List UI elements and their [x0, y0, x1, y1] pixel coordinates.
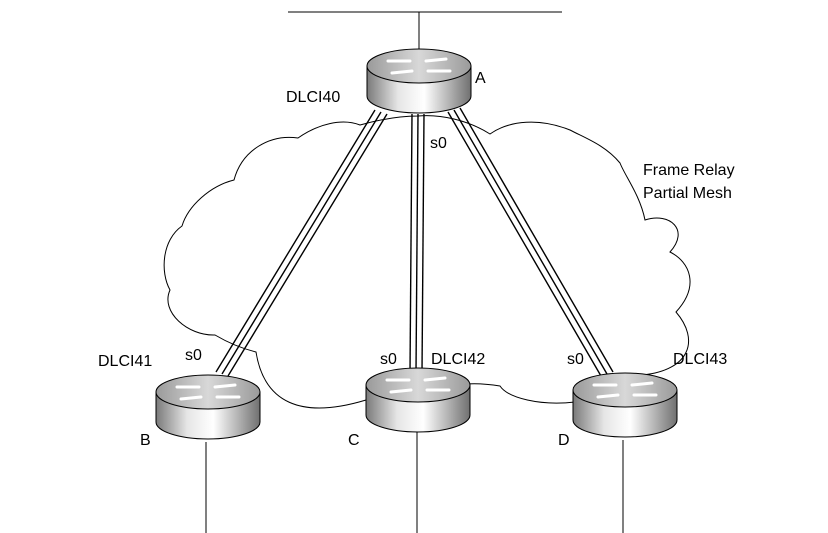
link-a-d: [447, 107, 614, 377]
router-d-icon[interactable]: [572, 372, 678, 438]
router-d-interface: s0: [567, 351, 584, 368]
router-a-name: A: [475, 70, 486, 87]
router-c-interface: s0: [380, 351, 397, 368]
router-b-icon[interactable]: [155, 374, 261, 440]
router-d-dlci: DLCI43: [673, 351, 728, 368]
router-b-interface: s0: [185, 347, 202, 364]
router-a-dlci: DLCI40: [286, 89, 341, 106]
lan-drops: [205, 432, 624, 533]
router-c-icon[interactable]: [365, 367, 471, 433]
router-b-dlci: DLCI41: [98, 353, 153, 370]
router-a-icon[interactable]: [366, 48, 472, 114]
router-a-interface: s0: [430, 135, 447, 152]
link-a-b: [215, 109, 388, 377]
router-c-name: C: [348, 432, 360, 449]
link-a-c: [409, 113, 425, 373]
frame-relay-cloud: [163, 115, 691, 409]
router-d-name: D: [558, 432, 570, 449]
cloud-subtitle: Partial Mesh: [643, 185, 732, 202]
router-c-dlci: DLCI42: [431, 351, 486, 368]
router-b-name: B: [140, 432, 151, 449]
cloud-title: Frame Relay: [643, 162, 735, 179]
